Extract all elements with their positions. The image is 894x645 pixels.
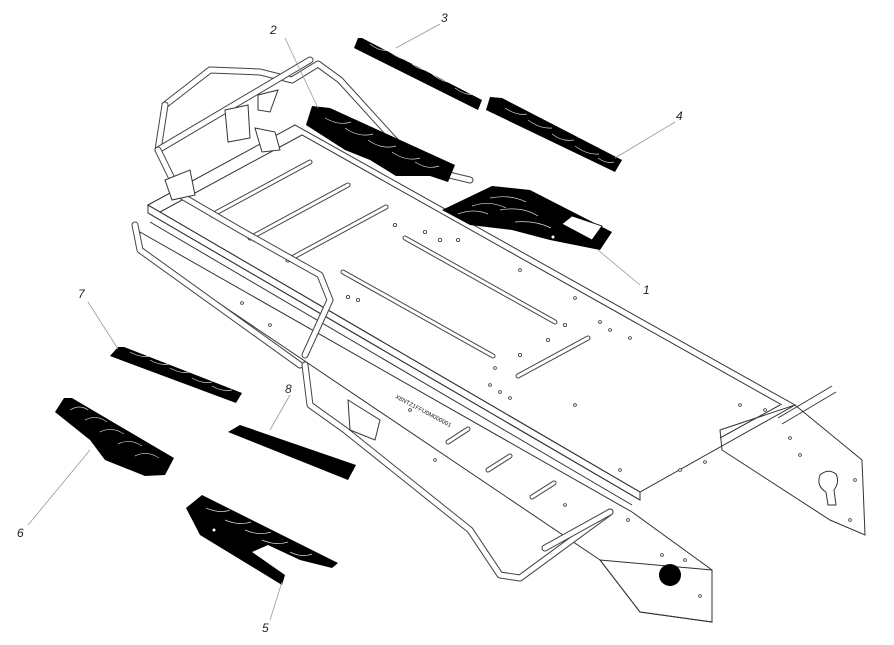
deck-rails <box>209 159 591 500</box>
tread-pad-1 <box>442 186 612 250</box>
serial-number: X8NTZ1FFU0M000001 <box>394 394 452 429</box>
right-rear-plate <box>719 404 866 536</box>
callout-label-3: 3 <box>441 11 448 25</box>
callout-label-6: 6 <box>17 526 24 540</box>
callout-label-4: 4 <box>676 109 683 123</box>
tread-pad-3 <box>354 38 482 110</box>
tread-pad-5 <box>186 495 338 585</box>
front-bracket <box>224 104 251 143</box>
tread-pad-4 <box>486 97 622 172</box>
deck-rim <box>159 134 783 406</box>
tread-pad-8 <box>228 425 356 480</box>
left-skirt-panel <box>139 231 713 623</box>
tread-pad-6 <box>55 398 174 476</box>
callout-label-8: 8 <box>285 382 292 396</box>
deck-holes <box>240 222 857 598</box>
tread-pad-7 <box>110 347 242 403</box>
callout-label-1: 1 <box>643 283 650 297</box>
callout-label-2: 2 <box>269 23 277 37</box>
right-plate-cutout <box>818 470 839 506</box>
leader-lines <box>27 23 676 621</box>
chassis-frame <box>139 124 866 623</box>
callout-label-7: 7 <box>78 287 86 301</box>
tread-pad-2 <box>306 106 455 182</box>
roll-cage <box>131 56 614 582</box>
callout-label-5: 5 <box>262 621 269 635</box>
